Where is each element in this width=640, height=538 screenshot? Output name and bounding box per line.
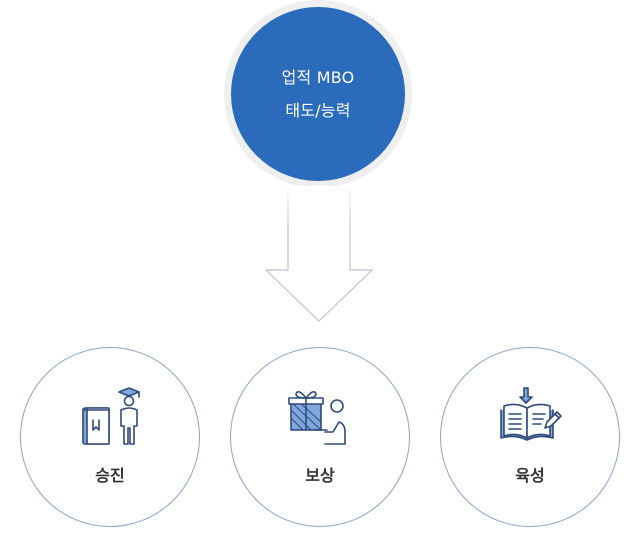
center-circle: 업적 MBO 태도/능력 [231,7,405,181]
node-promotion: 승진 [20,347,200,527]
node-label: 육성 [515,466,545,485]
node-label: 보상 [305,466,335,485]
center-line-1: 업적 MBO [281,68,355,87]
reward-gift-person-icon [288,390,346,445]
development-open-book-pencil-icon [500,387,562,441]
node-label: 승진 [95,466,125,485]
promotion-graduate-book-icon [82,387,140,445]
node-development: 육성 [440,347,620,527]
node-reward: 보상 [230,347,410,527]
center-line-2: 태도/능력 [285,101,351,120]
